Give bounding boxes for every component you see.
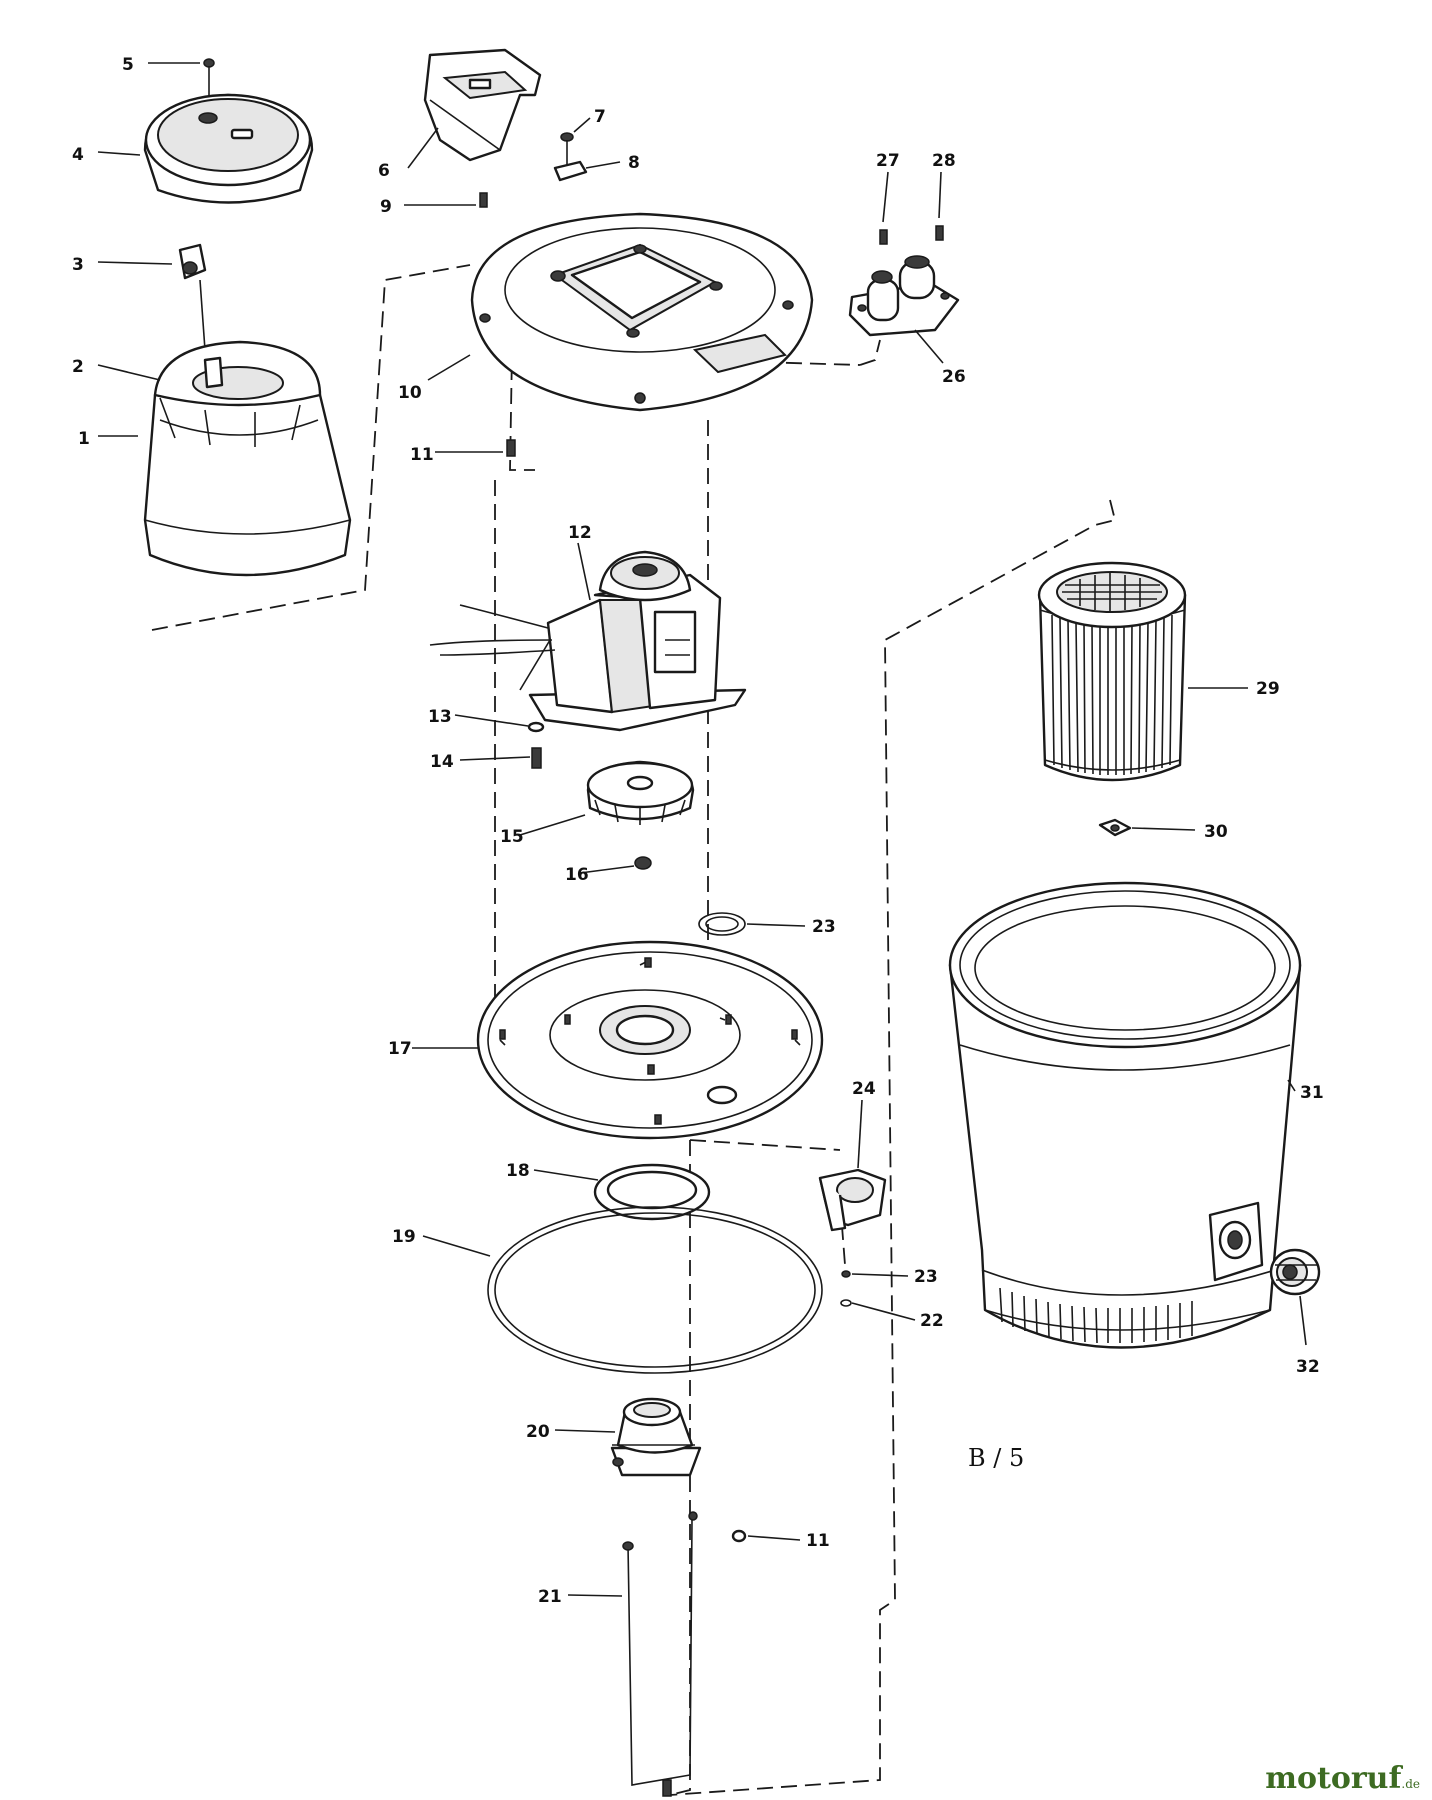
callout-16: 16 [565, 865, 589, 885]
callout-21: 21 [538, 1587, 562, 1607]
part-9-screw [479, 192, 488, 208]
callout-23-lower: 23 [914, 1267, 938, 1287]
callout-11-lower: 11 [806, 1531, 830, 1551]
callout-3: 3 [72, 255, 84, 275]
callout-5: 5 [122, 55, 134, 75]
callout-27: 27 [876, 151, 900, 171]
part-1-2-motor-cover [143, 340, 352, 577]
callout-9: 9 [380, 197, 392, 217]
callout-13: 13 [428, 707, 452, 727]
part-16-nut [634, 856, 652, 870]
part-6-handle [423, 48, 542, 162]
callout-4: 4 [72, 145, 84, 165]
watermark-name: motoruf [1265, 1761, 1402, 1796]
callout-24: 24 [852, 1079, 876, 1099]
part-4-top-cap [143, 93, 314, 204]
callout-22: 22 [920, 1311, 944, 1331]
callout-28: 28 [932, 151, 956, 171]
tank-ribs [999, 1287, 1193, 1344]
part-12-motor [429, 550, 747, 732]
callout-1: 1 [78, 429, 90, 449]
callout-12: 12 [568, 523, 592, 543]
part-26-switch-plate [848, 255, 960, 337]
part-15-impeller [586, 760, 695, 825]
callout-23-upper: 23 [812, 917, 836, 937]
sheet-label: B / 5 [968, 1444, 1024, 1472]
part-20-float-valve [610, 1397, 702, 1477]
watermark-tld: .de [1401, 1777, 1420, 1791]
part-22-23-nut-washer [840, 1270, 852, 1307]
callout-19: 19 [392, 1227, 416, 1247]
callout-10: 10 [398, 383, 422, 403]
leader-lines [97, 62, 1307, 1597]
callout-15: 15 [500, 827, 524, 847]
callout-14: 14 [430, 752, 454, 772]
callout-29: 29 [1256, 679, 1280, 699]
callout-11-upper: 11 [410, 445, 434, 465]
filter-pleats [1051, 614, 1173, 775]
part-11-screw-lower [688, 1511, 747, 1543]
callout-26: 26 [942, 367, 966, 387]
part-18-inner-ring [593, 1163, 711, 1221]
callout-8: 8 [628, 153, 640, 173]
part-21-wire-bracket [622, 1519, 693, 1797]
callout-32: 32 [1296, 1357, 1320, 1377]
callout-31: 31 [1300, 1083, 1324, 1103]
callout-6: 6 [378, 161, 390, 181]
part-10-top-plate [470, 212, 814, 412]
watermark-logo: motoruf.de [1265, 1761, 1420, 1796]
part-3-clip [178, 243, 207, 351]
part-13-14-washer-bolt [527, 721, 545, 769]
part-23-gasket-ring-upper [698, 912, 746, 936]
part-30-wing-nut [1098, 818, 1132, 837]
part-7-8-screw-clip [553, 132, 588, 182]
part-32-drain-plug [1269, 1248, 1321, 1296]
callout-18: 18 [506, 1161, 530, 1181]
callout-2: 2 [72, 357, 84, 377]
callout-7: 7 [594, 107, 606, 127]
part-29-filter [1037, 561, 1187, 782]
part-11-screw-upper [506, 439, 516, 457]
part-31-tank [948, 881, 1302, 1349]
callout-30: 30 [1204, 822, 1228, 842]
part-27-28-screws [879, 225, 944, 245]
part-24-bracket [818, 1168, 887, 1232]
callout-numbers: 5 4 3 2 1 6 7 8 9 10 11 27 28 26 12 13 1… [72, 55, 1324, 1607]
part-17-base-plate [476, 940, 824, 1140]
callout-20: 20 [526, 1422, 550, 1442]
callout-17: 17 [388, 1039, 412, 1059]
part-19-large-gasket [487, 1206, 823, 1374]
